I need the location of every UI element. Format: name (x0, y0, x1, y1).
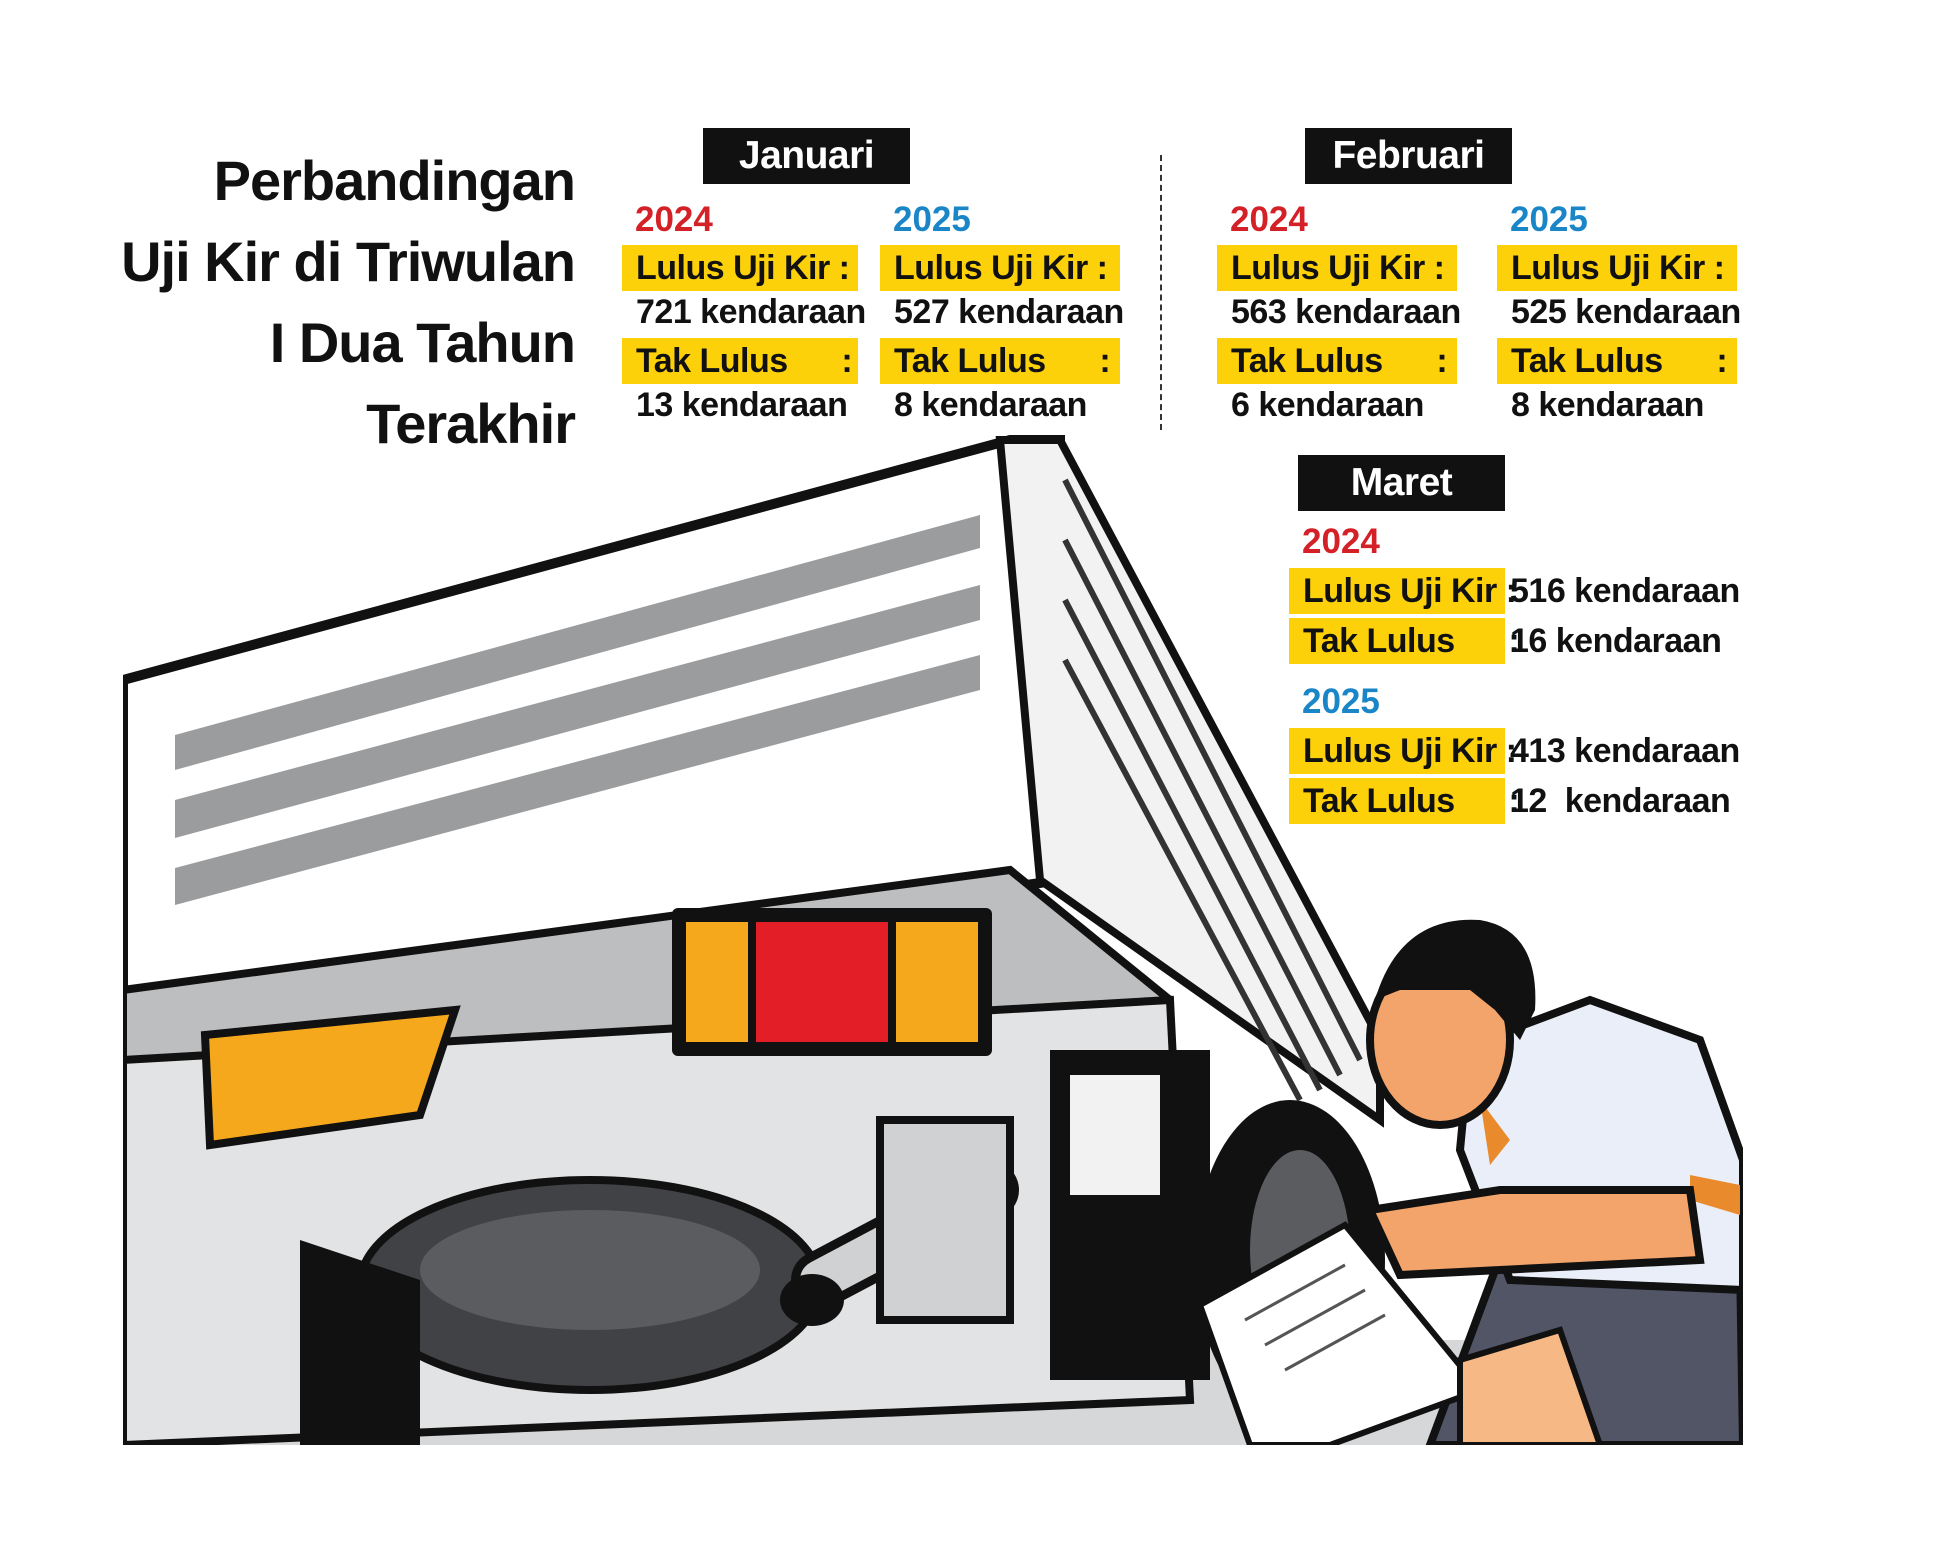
pass-label: Lulus Uji Kir : (1289, 568, 1517, 614)
fail-label: Tak Lulus : (1289, 778, 1520, 824)
fail-value: 12 kendaraan (1510, 782, 1731, 820)
section-divider (1160, 155, 1162, 430)
year-label-2025: 2025 (893, 200, 971, 239)
inspector-figure (1196, 919, 1743, 1445)
pass-label: Lulus Uji Kir : (1497, 245, 1737, 291)
month-tag-januari: Januari (703, 128, 910, 184)
pass-label: Lulus Uji Kir : (1217, 245, 1457, 291)
pass-value: 721 kendaraan (636, 293, 866, 331)
pass-label: Lulus Uji Kir : (880, 245, 1120, 291)
pass-label: Lulus Uji Kir : (622, 245, 858, 291)
title-line-2: Uji Kir di Triwulan (121, 230, 576, 293)
clipboard-icon (1196, 1221, 1485, 1445)
fail-label: Tak Lulus : (1289, 618, 1520, 664)
rear-lamp-cluster (672, 908, 992, 1056)
title-line-3: I Dua Tahun (269, 311, 576, 374)
year-label-2024: 2024 (635, 200, 713, 239)
title-line-4: Terakhir (366, 392, 576, 455)
pass-value: 516 kendaraan (1510, 572, 1740, 610)
year-label-2025: 2025 (1510, 200, 1588, 239)
year-label-2025: 2025 (1302, 682, 1380, 721)
month-tag-februari: Februari (1305, 128, 1512, 184)
fail-label: Tak Lulus : (1217, 338, 1457, 384)
title-line-1: Perbandingan (213, 149, 576, 212)
pass-value: 525 kendaraan (1511, 293, 1741, 331)
year-label-2024: 2024 (1302, 522, 1380, 561)
year-label-2024: 2024 (1230, 200, 1308, 239)
fail-value: 13 kendaraan (636, 386, 848, 424)
side-reflector (200, 1005, 461, 1150)
fail-value: 8 kendaraan (1511, 386, 1704, 424)
fail-label: Tak Lulus : (1497, 338, 1737, 384)
pass-label: Lulus Uji Kir : (1289, 728, 1517, 774)
pass-value: 413 kendaraan (1510, 732, 1740, 770)
fail-label: Tak Lulus : (880, 338, 1120, 384)
fail-value: 6 kendaraan (1231, 386, 1424, 424)
infographic-title: Perbandingan Uji Kir di Triwulan I Dua T… (70, 140, 576, 464)
inspector-hair (1375, 919, 1536, 1040)
fail-value: 8 kendaraan (894, 386, 1087, 424)
fail-label: Tak Lulus : (622, 338, 858, 384)
pass-value: 527 kendaraan (894, 293, 1124, 331)
month-tag-maret: Maret (1298, 455, 1505, 511)
pass-value: 563 kendaraan (1231, 293, 1461, 331)
fail-value: 16 kendaraan (1510, 622, 1722, 660)
